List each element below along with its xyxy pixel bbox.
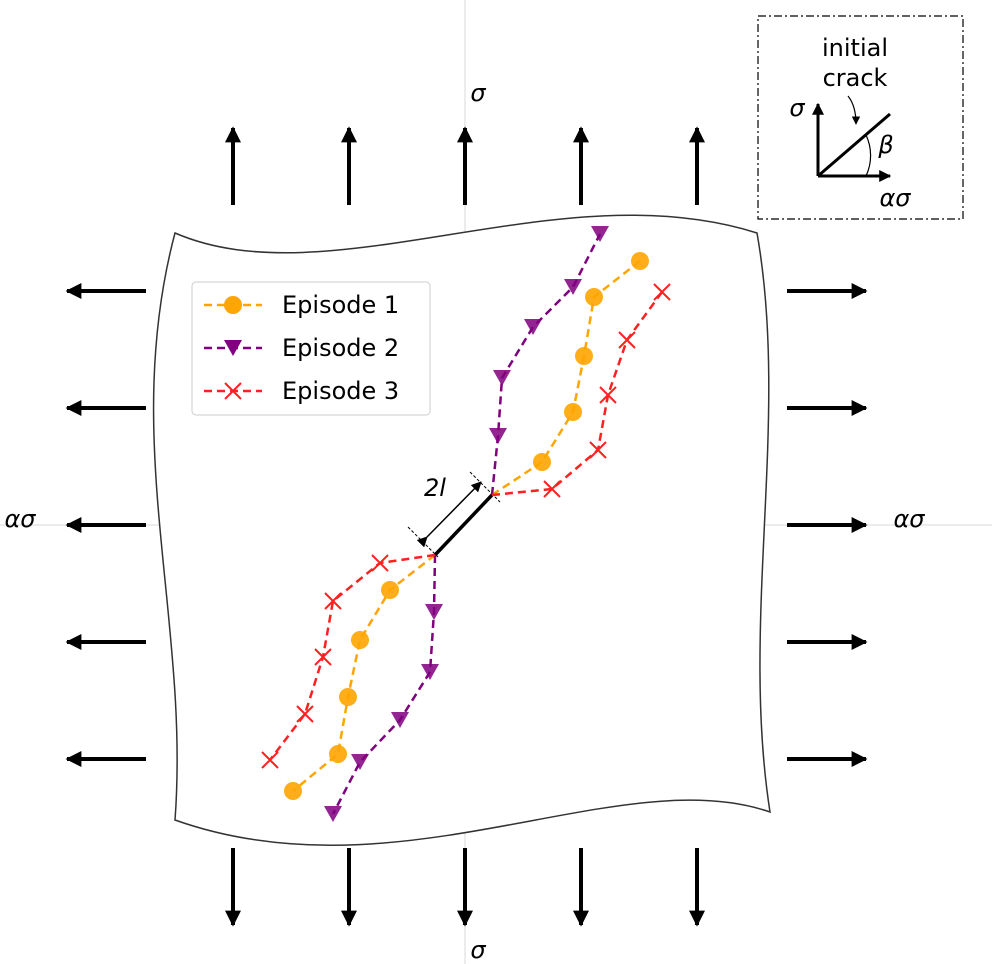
legend-item-episode-3: Episode 3 [204,377,399,405]
legend: Episode 1 Episode 2 Episode 3 [191,281,431,416]
inset-beta-label: β [877,131,893,159]
inset-sigma-label: σ [789,94,805,122]
episode-2-path [324,226,609,822]
right-load-arrows [787,283,868,767]
legend-item-episode-2: Episode 2 [204,334,399,362]
episode-1-path [284,252,649,800]
alpha-sigma-right-label: ασ [893,505,925,533]
inset-beta-angle-arc [865,134,872,177]
inset-crack-line [817,112,891,178]
inset-title-line1: initial [822,34,888,62]
legend-label-episode-2: Episode 2 [282,334,399,362]
crack-length-label: 2l [424,474,446,502]
legend-item-episode-1: Episode 1 [204,291,399,319]
alpha-sigma-left-label: ασ [4,505,36,533]
bottom-load-arrows [225,848,705,927]
crack-length-dimension-arrow [416,481,482,548]
inset-initial-crack: initial crack σ β ασ [757,15,964,220]
crack-dim-tick-upper [469,471,501,503]
inset-pointer-arrow [847,95,861,125]
inset-box [757,15,964,220]
legend-label-episode-3: Episode 3 [282,377,399,405]
inset-alpha-sigma-label: ασ [879,184,911,212]
top-load-arrows [225,126,705,205]
episode-3-path [261,283,671,769]
legend-label-episode-1: Episode 1 [282,291,399,319]
inset-title-line2: crack [823,64,888,92]
left-load-arrows [65,283,146,767]
sigma-top-label: σ [470,79,486,107]
sigma-bottom-label: σ [470,936,486,964]
legend-box [191,281,431,416]
